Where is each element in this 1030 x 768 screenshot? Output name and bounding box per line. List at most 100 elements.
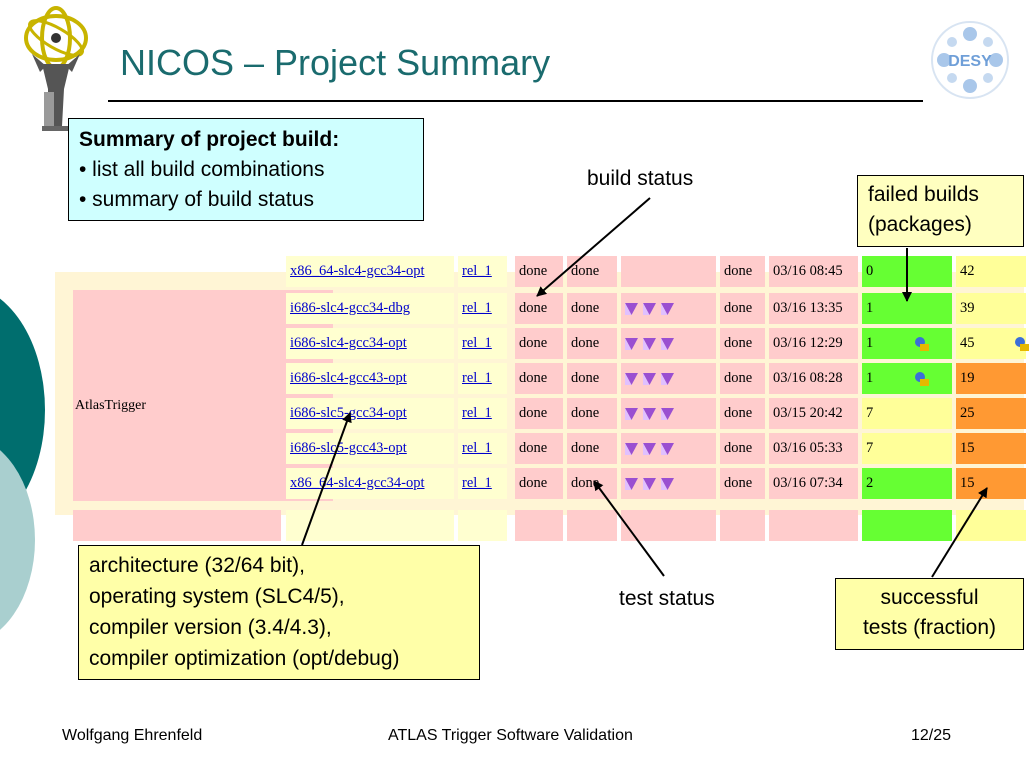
build-cell: done [515,256,563,287]
build-cell: done [515,328,563,359]
status-icons-cell [621,468,716,499]
platform-cell[interactable]: x86_64-slc4-gcc34-opt [286,256,454,287]
status-triangle-icon[interactable] [661,407,674,420]
footer-author: Wolfgang Ehrenfeld [62,727,203,744]
build-summary-table: AtlasTrigger x86_64-slc4-gcc34-opt rel_1… [55,256,1029,541]
status-cell: done [720,328,765,359]
platform-cell[interactable]: i686-slc4-gcc34-dbg [286,293,454,324]
status-triangle-icon[interactable] [661,477,674,490]
status-triangle-icon[interactable] [625,442,638,455]
status-triangle-icon[interactable] [625,302,638,315]
date-cell: 03/15 20:42 [769,398,858,429]
summary-callout: Summary of project build: • list all bui… [68,118,424,221]
status-triangle-icon[interactable] [625,337,638,350]
failed-count-cell: 1 [862,328,952,359]
failed-count-cell-partial [862,510,952,541]
test-cell: done [567,433,617,464]
platform-cell[interactable]: i686-slc5-gcc43-opt [286,433,454,464]
release-cell[interactable]: rel_1 [458,468,507,499]
platform-cell[interactable]: i686-slc5-gcc34-opt [286,398,454,429]
status-triangle-icon[interactable] [661,372,674,385]
status-triangle-icon[interactable] [625,372,638,385]
tests-count: 15 [960,440,975,456]
platform-link[interactable]: i686-slc4-gcc43-opt [290,370,407,386]
failed-builds-callout: failed builds (packages) [857,175,1024,247]
platform-cell[interactable]: x86_64-slc4-gcc34-opt [286,468,454,499]
status-triangle-icon[interactable] [661,302,674,315]
release-cell[interactable]: rel_1 [458,293,507,324]
status-cell: done [720,468,765,499]
failed-count-cell: 7 [862,398,952,429]
tests-cell: 39 [956,293,1026,324]
platform-link[interactable]: i686-slc4-gcc34-opt [290,335,407,351]
status-cell: done [720,293,765,324]
failed-count: 7 [866,405,874,421]
release-link[interactable]: rel_1 [462,335,492,351]
status-triangle-icon[interactable] [625,477,638,490]
status-cell: done [720,398,765,429]
build-cell: done [515,433,563,464]
status-icons-cell-partial [621,510,716,541]
status-triangle-icon[interactable] [625,407,638,420]
slide-title: NICOS – Project Summary [120,42,551,83]
release-cell[interactable]: rel_1 [458,433,507,464]
failed-count-cell: 1 [862,293,952,324]
platform-cell[interactable]: i686-slc4-gcc43-opt [286,363,454,394]
tests-count: 25 [960,405,975,421]
platform-link[interactable]: x86_64-slc4-gcc34-opt [290,263,425,279]
date-cell: 03/16 05:33 [769,433,858,464]
date-cell-partial [769,510,858,541]
test-cell: done [567,363,617,394]
release-cell[interactable]: rel_1 [458,363,507,394]
left-decoration [0,0,60,768]
status-icons-cell [621,293,716,324]
release-link[interactable]: rel_1 [462,405,492,421]
tests-cell: 19 [956,363,1026,394]
release-link[interactable]: rel_1 [462,263,492,279]
test-cell: done [567,328,617,359]
status-triangle-icon[interactable] [643,337,656,350]
platform-link[interactable]: x86_64-slc4-gcc34-opt [290,475,425,491]
build-cell-partial [515,510,563,541]
title-divider [108,100,923,102]
release-cell[interactable]: rel_1 [458,398,507,429]
date-cell: 03/16 08:28 [769,363,858,394]
package-details-icon[interactable] [914,371,930,387]
failed-builds-line: (packages) [868,213,972,236]
release-link[interactable]: rel_1 [462,440,492,456]
release-cell[interactable]: rel_1 [458,328,507,359]
release-link[interactable]: rel_1 [462,370,492,386]
date-cell: 03/16 08:45 [769,256,858,287]
build-cell: done [515,293,563,324]
release-link[interactable]: rel_1 [462,300,492,316]
status-icons-cell [621,398,716,429]
status-triangle-icon[interactable] [643,372,656,385]
status-icons-cell [621,256,716,287]
status-triangle-icon[interactable] [661,442,674,455]
platform-cell[interactable]: i686-slc4-gcc34-opt [286,328,454,359]
tests-count: 19 [960,370,975,386]
release-link[interactable]: rel_1 [462,475,492,491]
release-cell[interactable]: rel_1 [458,256,507,287]
architecture-callout: architecture (32/64 bit), operating syst… [78,545,480,680]
status-triangle-icon[interactable] [643,477,656,490]
status-triangle-icon[interactable] [643,442,656,455]
summary-callout-item: • list all build combinations [79,158,325,181]
build-status-label: build status [587,167,694,190]
status-triangle-icon[interactable] [643,302,656,315]
successful-tests-line: successful [880,586,979,609]
test-details-icon[interactable] [1014,336,1030,352]
tests-cell-partial [956,510,1026,541]
build-cell: done [515,468,563,499]
platform-link[interactable]: i686-slc4-gcc34-dbg [290,300,410,316]
desy-logo-text: DESY [948,53,992,70]
platform-link[interactable]: i686-slc5-gcc43-opt [290,440,407,456]
status-triangle-icon[interactable] [643,407,656,420]
status-triangle-icon[interactable] [661,337,674,350]
successful-tests-line: tests (fraction) [862,616,997,639]
date-cell: 03/16 12:29 [769,328,858,359]
failed-count: 1 [866,335,874,351]
package-details-icon[interactable] [914,336,930,352]
status-cell: done [720,363,765,394]
platform-link[interactable]: i686-slc5-gcc34-opt [290,405,407,421]
